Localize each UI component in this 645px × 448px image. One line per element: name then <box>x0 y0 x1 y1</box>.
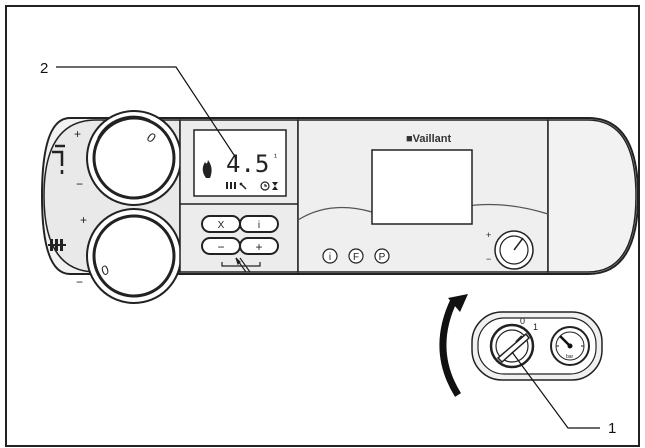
function-button-i[interactable]: i <box>322 248 338 264</box>
function-button-i-label: i <box>329 252 331 263</box>
button-plus[interactable]: + <box>239 237 279 255</box>
temperature-knob-minus: − <box>486 254 491 264</box>
rotation-arrow <box>439 294 468 397</box>
hot-water-minus-label: − <box>76 177 83 191</box>
button-minus-label: − <box>217 240 224 254</box>
heating-minus-label: − <box>76 275 83 289</box>
hourglass-icon <box>272 182 278 190</box>
callout-label-2: 2 <box>40 60 48 77</box>
chimney-sweep-icon <box>221 257 261 273</box>
hot-water-knob[interactable]: 0 <box>86 110 182 206</box>
heating-knob[interactable]: 0 <box>86 208 182 304</box>
temperature-knob[interactable] <box>494 230 534 270</box>
switch-off-label: 0 <box>520 316 525 326</box>
heating-status-icon <box>226 182 236 189</box>
function-button-f-label: F <box>353 252 359 263</box>
right-end-cap <box>547 119 637 273</box>
function-button-p-label: P <box>379 252 386 263</box>
button-info[interactable]: i <box>239 215 279 233</box>
button-x[interactable]: X <box>201 215 241 233</box>
function-button-p[interactable]: P <box>374 248 390 264</box>
flame-icon <box>202 160 212 178</box>
callout-line-1 <box>511 351 600 429</box>
gauge-unit-label: bar <box>566 354 574 360</box>
radiator-icon <box>48 239 66 251</box>
function-button-f[interactable]: F <box>348 248 364 264</box>
temperature-knob-plus: + <box>486 230 491 240</box>
button-info-label: i <box>258 220 260 231</box>
main-switch[interactable] <box>489 323 535 369</box>
hot-water-plus-label: + <box>74 127 81 141</box>
tap-icon <box>52 144 65 174</box>
callout-label-1: 1 <box>608 420 616 437</box>
brand-logo: ■Vaillant <box>406 133 451 145</box>
switch-on-label: 1 <box>533 322 538 332</box>
button-minus[interactable]: − <box>201 237 241 255</box>
wrench-icon <box>239 182 247 190</box>
pressure-gauge <box>550 326 590 366</box>
info-screen <box>371 149 473 225</box>
lcd-value: 4.5 <box>226 150 269 178</box>
button-plus-label: + <box>255 240 262 254</box>
button-x-label: X <box>218 220 225 231</box>
callout-line-2 <box>56 66 237 159</box>
heating-plus-label: + <box>80 213 87 227</box>
clock-icon <box>260 181 270 191</box>
lcd-unit: ¹ <box>274 152 277 162</box>
